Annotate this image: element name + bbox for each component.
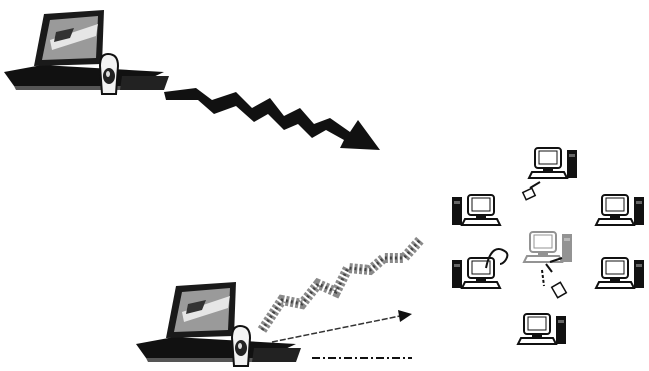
- desktop-computer-icon: [452, 195, 500, 225]
- laptop-with-monitor-and-scanner-icon: [136, 282, 301, 366]
- data-packet-icon: [542, 258, 566, 298]
- desktop-computer-icon: [452, 258, 500, 288]
- desktop-computer-icon: [596, 258, 644, 288]
- thin-arrow: [272, 310, 412, 342]
- lightning-bolt-arrow: [164, 88, 380, 150]
- desktop-computer-faded-icon: [524, 232, 572, 262]
- desktop-computer-icon: [518, 314, 566, 344]
- desktop-computer-icon: [596, 195, 644, 225]
- laptop-with-monitor-and-scanner-icon: [4, 10, 169, 94]
- data-packet-icon: [523, 182, 540, 200]
- dotted-lightning-bolt-arrow: [262, 240, 420, 330]
- desktop-computer-icon: [529, 148, 577, 178]
